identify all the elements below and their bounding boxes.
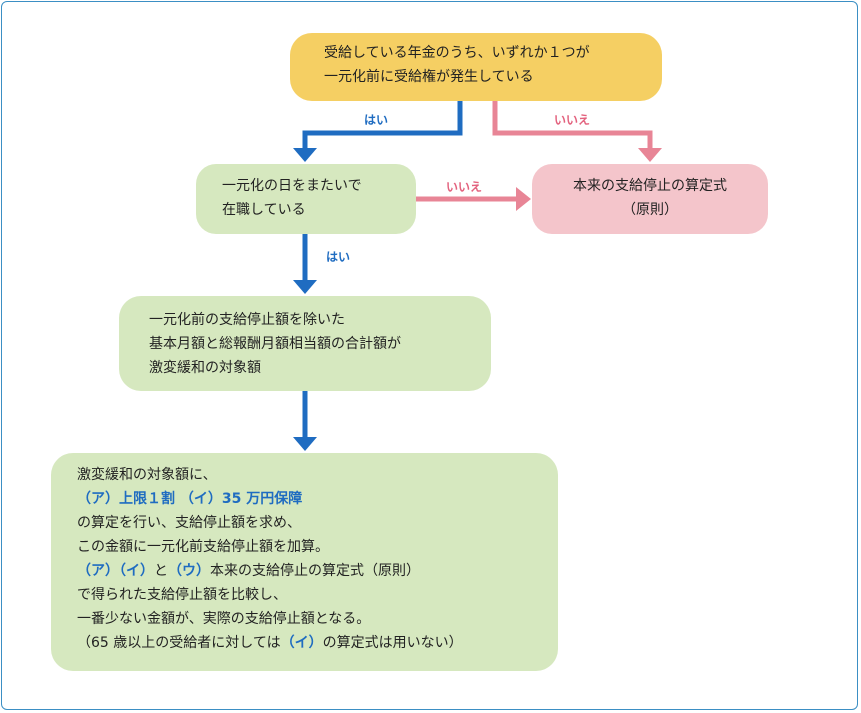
target-line-2: 基本月額と総報酬月額相当額の合計額が [149, 336, 401, 352]
final-calculation-box: 激変緩和の対象額に、 （ア）上限１割 （イ）35 万円保障 の算定を行い、支給停… [51, 453, 558, 671]
final-line-8-highlight-i: （イ） [280, 635, 323, 651]
start-line-1: 受給している年金のうち、いずれか１つが [324, 45, 590, 61]
original-line-1: 本来の支給停止の算定式 [573, 178, 727, 194]
arrow-yes-q2 [293, 234, 317, 294]
arrow-no-top [492, 101, 662, 162]
final-line-8-end: の算定式は用いない） [322, 635, 463, 651]
mitigation-target-box: 一元化前の支給停止額を除いた 基本月額と総報酬月額相当額の合計額が 激変緩和の対… [119, 296, 491, 391]
original-line-2: （原則） [622, 202, 678, 218]
arrow-yes-top [293, 101, 463, 162]
final-line-2: （ア）上限１割 （イ）35 万円保障 [77, 491, 303, 507]
final-line-5: （ア）（イ）と（ウ）本来の支給停止の算定式（原則） [77, 559, 558, 583]
label-no-top: いいえ [554, 113, 591, 127]
start-line-2: 一元化前に受給権が発生している [324, 69, 534, 85]
target-line-1: 一元化前の支給停止額を除いた [149, 312, 345, 328]
employment-line-1: 一元化の日をまたいで [222, 178, 362, 194]
arrow-no-q2 [416, 187, 531, 211]
final-line-3: の算定を行い、支給停止額を求め、 [77, 515, 301, 531]
final-line-5-highlight-a-i: （ア）（イ） [77, 563, 154, 579]
final-line-8-start: （65 歳以上の受給者に対しては [77, 635, 281, 651]
final-line-5-highlight-u: （ウ） [168, 563, 210, 579]
final-line-4: この金額に一元化前支給停止額を加算。 [77, 539, 329, 555]
label-no-q2: いいえ [446, 180, 483, 194]
employment-line-2: 在職している [222, 202, 306, 218]
final-line-5-rest: 本来の支給停止の算定式（原則） [210, 563, 420, 579]
label-yes-top: はい [364, 113, 389, 127]
arrow-target-final [293, 391, 317, 451]
final-line-6: で得られた支給停止額を比較し、 [77, 587, 287, 603]
final-line-1: 激変緩和の対象額に、 [77, 467, 217, 483]
final-line-8: （65 歳以上の受給者に対しては（イ）の算定式は用いない） [77, 631, 558, 655]
original-formula-box: 本来の支給停止の算定式 （原則） [532, 164, 768, 234]
start-condition-box: 受給している年金のうち、いずれか１つが 一元化前に受給権が発生している [290, 33, 662, 101]
final-line-7: 一番少ない金額が、実際の支給停止額となる。 [77, 611, 371, 627]
employment-condition-box: 一元化の日をまたいで 在職している [196, 164, 416, 234]
target-line-3: 激変緩和の対象額 [149, 360, 261, 376]
label-yes-q2: はい [326, 250, 351, 264]
final-line-5-and: と [154, 563, 168, 579]
